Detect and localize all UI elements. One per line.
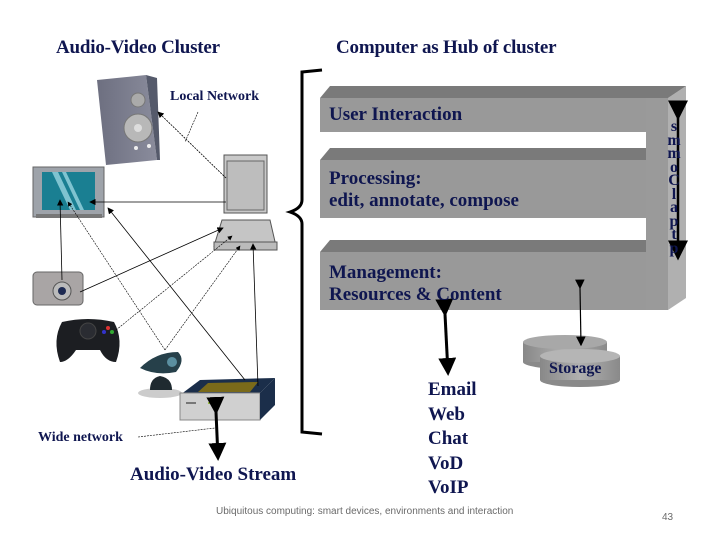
layer-subtitle: edit, annotate, compose [329, 190, 519, 211]
service-item: Web [428, 403, 465, 425]
vertical-char: m [667, 131, 681, 149]
vertical-char: s [670, 118, 678, 135]
vertical-char: o [670, 158, 678, 176]
layer-user-interaction [320, 86, 668, 132]
layer-processing [320, 148, 658, 218]
webcam-icon [138, 352, 182, 398]
layer-processing-label: Processing: edit, annotate, compose [329, 168, 519, 212]
vertical-char: C [668, 172, 680, 189]
television-icon [32, 166, 105, 218]
footer-caption: Ubiquitous computing: smart devices, env… [216, 506, 514, 517]
services-list: Email Web Chat VoD VoIP [428, 378, 477, 501]
layer-management [320, 240, 658, 310]
service-item: VoIP [428, 477, 469, 498]
storage-icon [523, 335, 620, 387]
service-item: VoD [428, 452, 464, 474]
av-stream-label: Audio-Video Stream [130, 464, 297, 485]
service-item: Chat [428, 428, 469, 449]
connection-lines [56, 111, 259, 438]
storage-label: Storage [549, 360, 602, 377]
vertical-char: l [671, 185, 677, 203]
vertical-char: m [667, 145, 681, 162]
dvd-player-icon [179, 378, 275, 421]
storage-management-arrow [575, 279, 586, 347]
vertical-char: p [669, 239, 679, 257]
digital-camera-icon [32, 271, 84, 306]
local-network-label: Local Network [170, 89, 260, 104]
layer-user-interaction-label: User Interaction [329, 104, 462, 126]
services-management-arrow [435, 298, 457, 376]
layer-title: Processing: [329, 168, 422, 189]
wide-network-label: Wide network [38, 430, 123, 445]
layer-title: Management: [329, 262, 442, 283]
game-controller-icon [56, 319, 120, 362]
vertical-char: a [670, 199, 678, 216]
speaker-icon [97, 75, 160, 165]
av-stream-arrow [206, 396, 227, 461]
layer-management-label: Management: Resources & Content [329, 262, 502, 306]
computer-hub-title: Computer as Hub of cluster [336, 37, 557, 58]
layer-subtitle: Resources & Content [329, 284, 502, 305]
vertical-char: t [671, 226, 677, 243]
audio-video-cluster-title: Audio-Video Cluster [56, 37, 220, 58]
communication-vertical-label: s m m o C l a p t p [666, 118, 682, 257]
page-number: 43 [662, 512, 674, 523]
service-item: Email [428, 379, 477, 400]
grouping-brace [285, 68, 323, 436]
vertical-char: p [669, 212, 679, 230]
laptop-icon [213, 154, 278, 251]
layer-title: User Interaction [329, 104, 463, 125]
